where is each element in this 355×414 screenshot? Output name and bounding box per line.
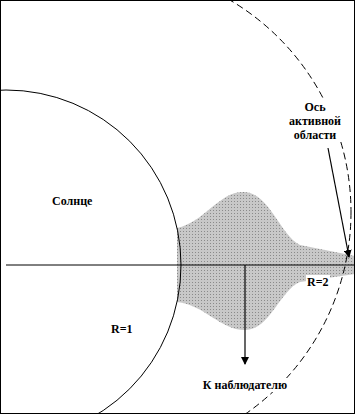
sun-name: Солнце [52, 194, 92, 208]
observer-arrow [244, 265, 245, 364]
axis-pointer [328, 148, 349, 257]
sun-disk: Солнце [0, 90, 182, 414]
radius-label: R=2 [306, 275, 330, 289]
observer-label: К наблюдателю [202, 378, 288, 392]
sun-outline [0, 90, 182, 414]
axis-label: Ось активной области [278, 100, 352, 142]
radius-label: R=1 [110, 322, 134, 336]
active-region [177, 192, 355, 330]
